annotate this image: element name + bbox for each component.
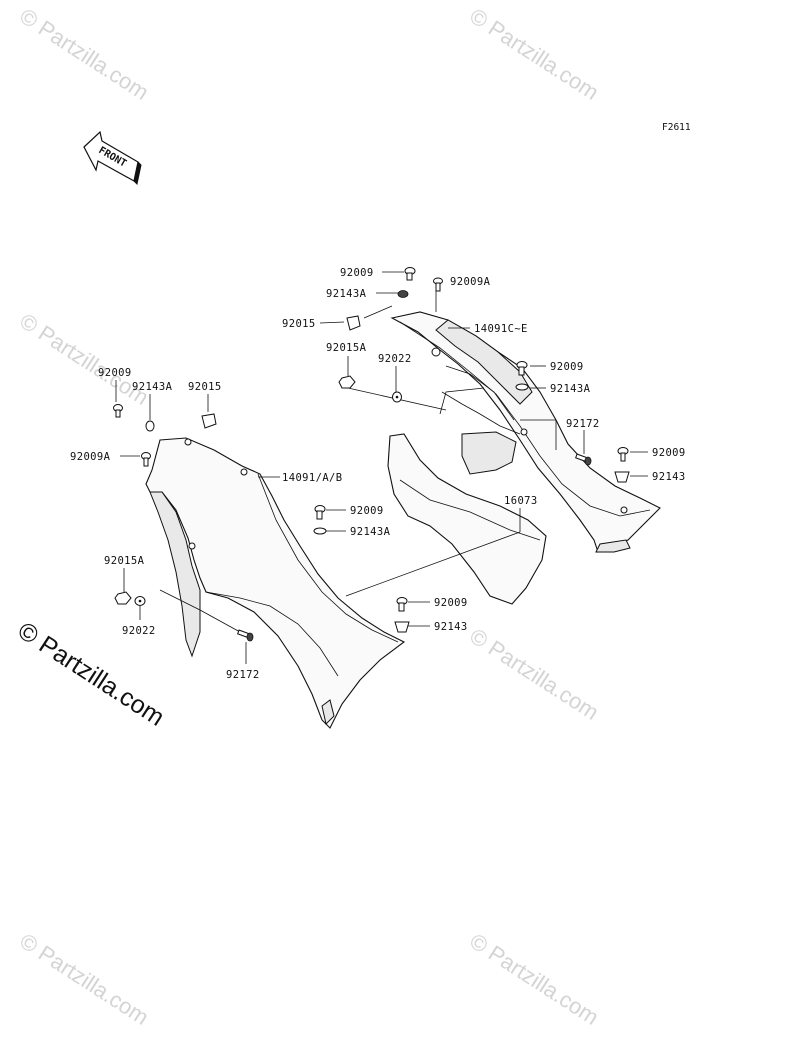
part-label: 92143A	[350, 526, 391, 538]
bolt-icon	[617, 447, 629, 462]
part-label: 92009	[350, 505, 384, 517]
inner-panel	[387, 387, 547, 605]
washer-icon	[392, 391, 402, 403]
part-label: 92009A	[70, 451, 111, 463]
part-label: 92143A	[326, 288, 367, 300]
watermark-tile: © Partzilla.com	[15, 308, 153, 410]
screw-icon	[237, 629, 254, 642]
bolt-icon	[396, 597, 408, 612]
part-label: 92143A	[132, 381, 173, 393]
clip-nut-icon	[201, 413, 217, 429]
grommet-icon	[145, 420, 155, 432]
part-label: 92015	[188, 381, 222, 393]
part-label: 92015A	[326, 342, 367, 354]
bolt-icon	[404, 267, 416, 281]
part-label: 92015A	[104, 555, 145, 567]
figure-code: F2611	[662, 122, 691, 133]
bolt-icon	[314, 505, 326, 520]
part-label: 92009	[652, 447, 686, 459]
left-side-cover	[145, 437, 406, 729]
bolt-icon	[516, 361, 528, 376]
right-side-cover	[390, 311, 661, 553]
part-label: 14091C~E	[474, 323, 528, 335]
grommet-icon	[397, 290, 409, 298]
bolt-icon	[433, 277, 443, 292]
part-label: 92015	[282, 318, 316, 330]
hardware	[113, 267, 630, 642]
part-label: 92143A	[550, 383, 591, 395]
watermark-tile: © Partzilla.com	[465, 3, 603, 105]
grommet-icon	[614, 471, 630, 483]
screw-icon	[575, 453, 592, 466]
nut-icon	[338, 375, 356, 389]
part-label: 92009	[434, 597, 468, 609]
washer-icon	[134, 596, 146, 606]
part-label: 92009	[98, 367, 132, 379]
part-label: 14091/A/B	[282, 472, 343, 484]
watermark-tile: © Partzilla.com	[465, 623, 603, 725]
watermark-tile: © Partzilla.com	[15, 3, 153, 105]
part-labels: 92009 92143A 92015 92009A 14091C~E 92015…	[70, 267, 686, 681]
part-label: 92022	[378, 353, 412, 365]
bolt-icon	[141, 452, 151, 467]
part-label: 16073	[504, 495, 538, 507]
nut-icon	[114, 591, 132, 605]
watermark-tile: © Partzilla.com	[465, 928, 603, 1030]
part-label: 92172	[226, 669, 260, 681]
clip-nut-icon	[346, 315, 361, 331]
part-label: 92143	[434, 621, 468, 633]
part-label: 92172	[566, 418, 600, 430]
part-label: 92009	[340, 267, 374, 279]
part-label: 92009A	[450, 276, 491, 288]
part-label: 92009	[550, 361, 584, 373]
part-label: 92143	[652, 471, 686, 483]
front-arrow-icon: FRONT	[83, 130, 142, 186]
watermark-tile: © Partzilla.com	[15, 928, 153, 1030]
part-label: 92022	[122, 625, 156, 637]
grommet-icon	[515, 383, 529, 391]
bolt-icon	[113, 404, 123, 418]
grommet-icon	[394, 621, 410, 633]
grommet-icon	[313, 527, 327, 535]
